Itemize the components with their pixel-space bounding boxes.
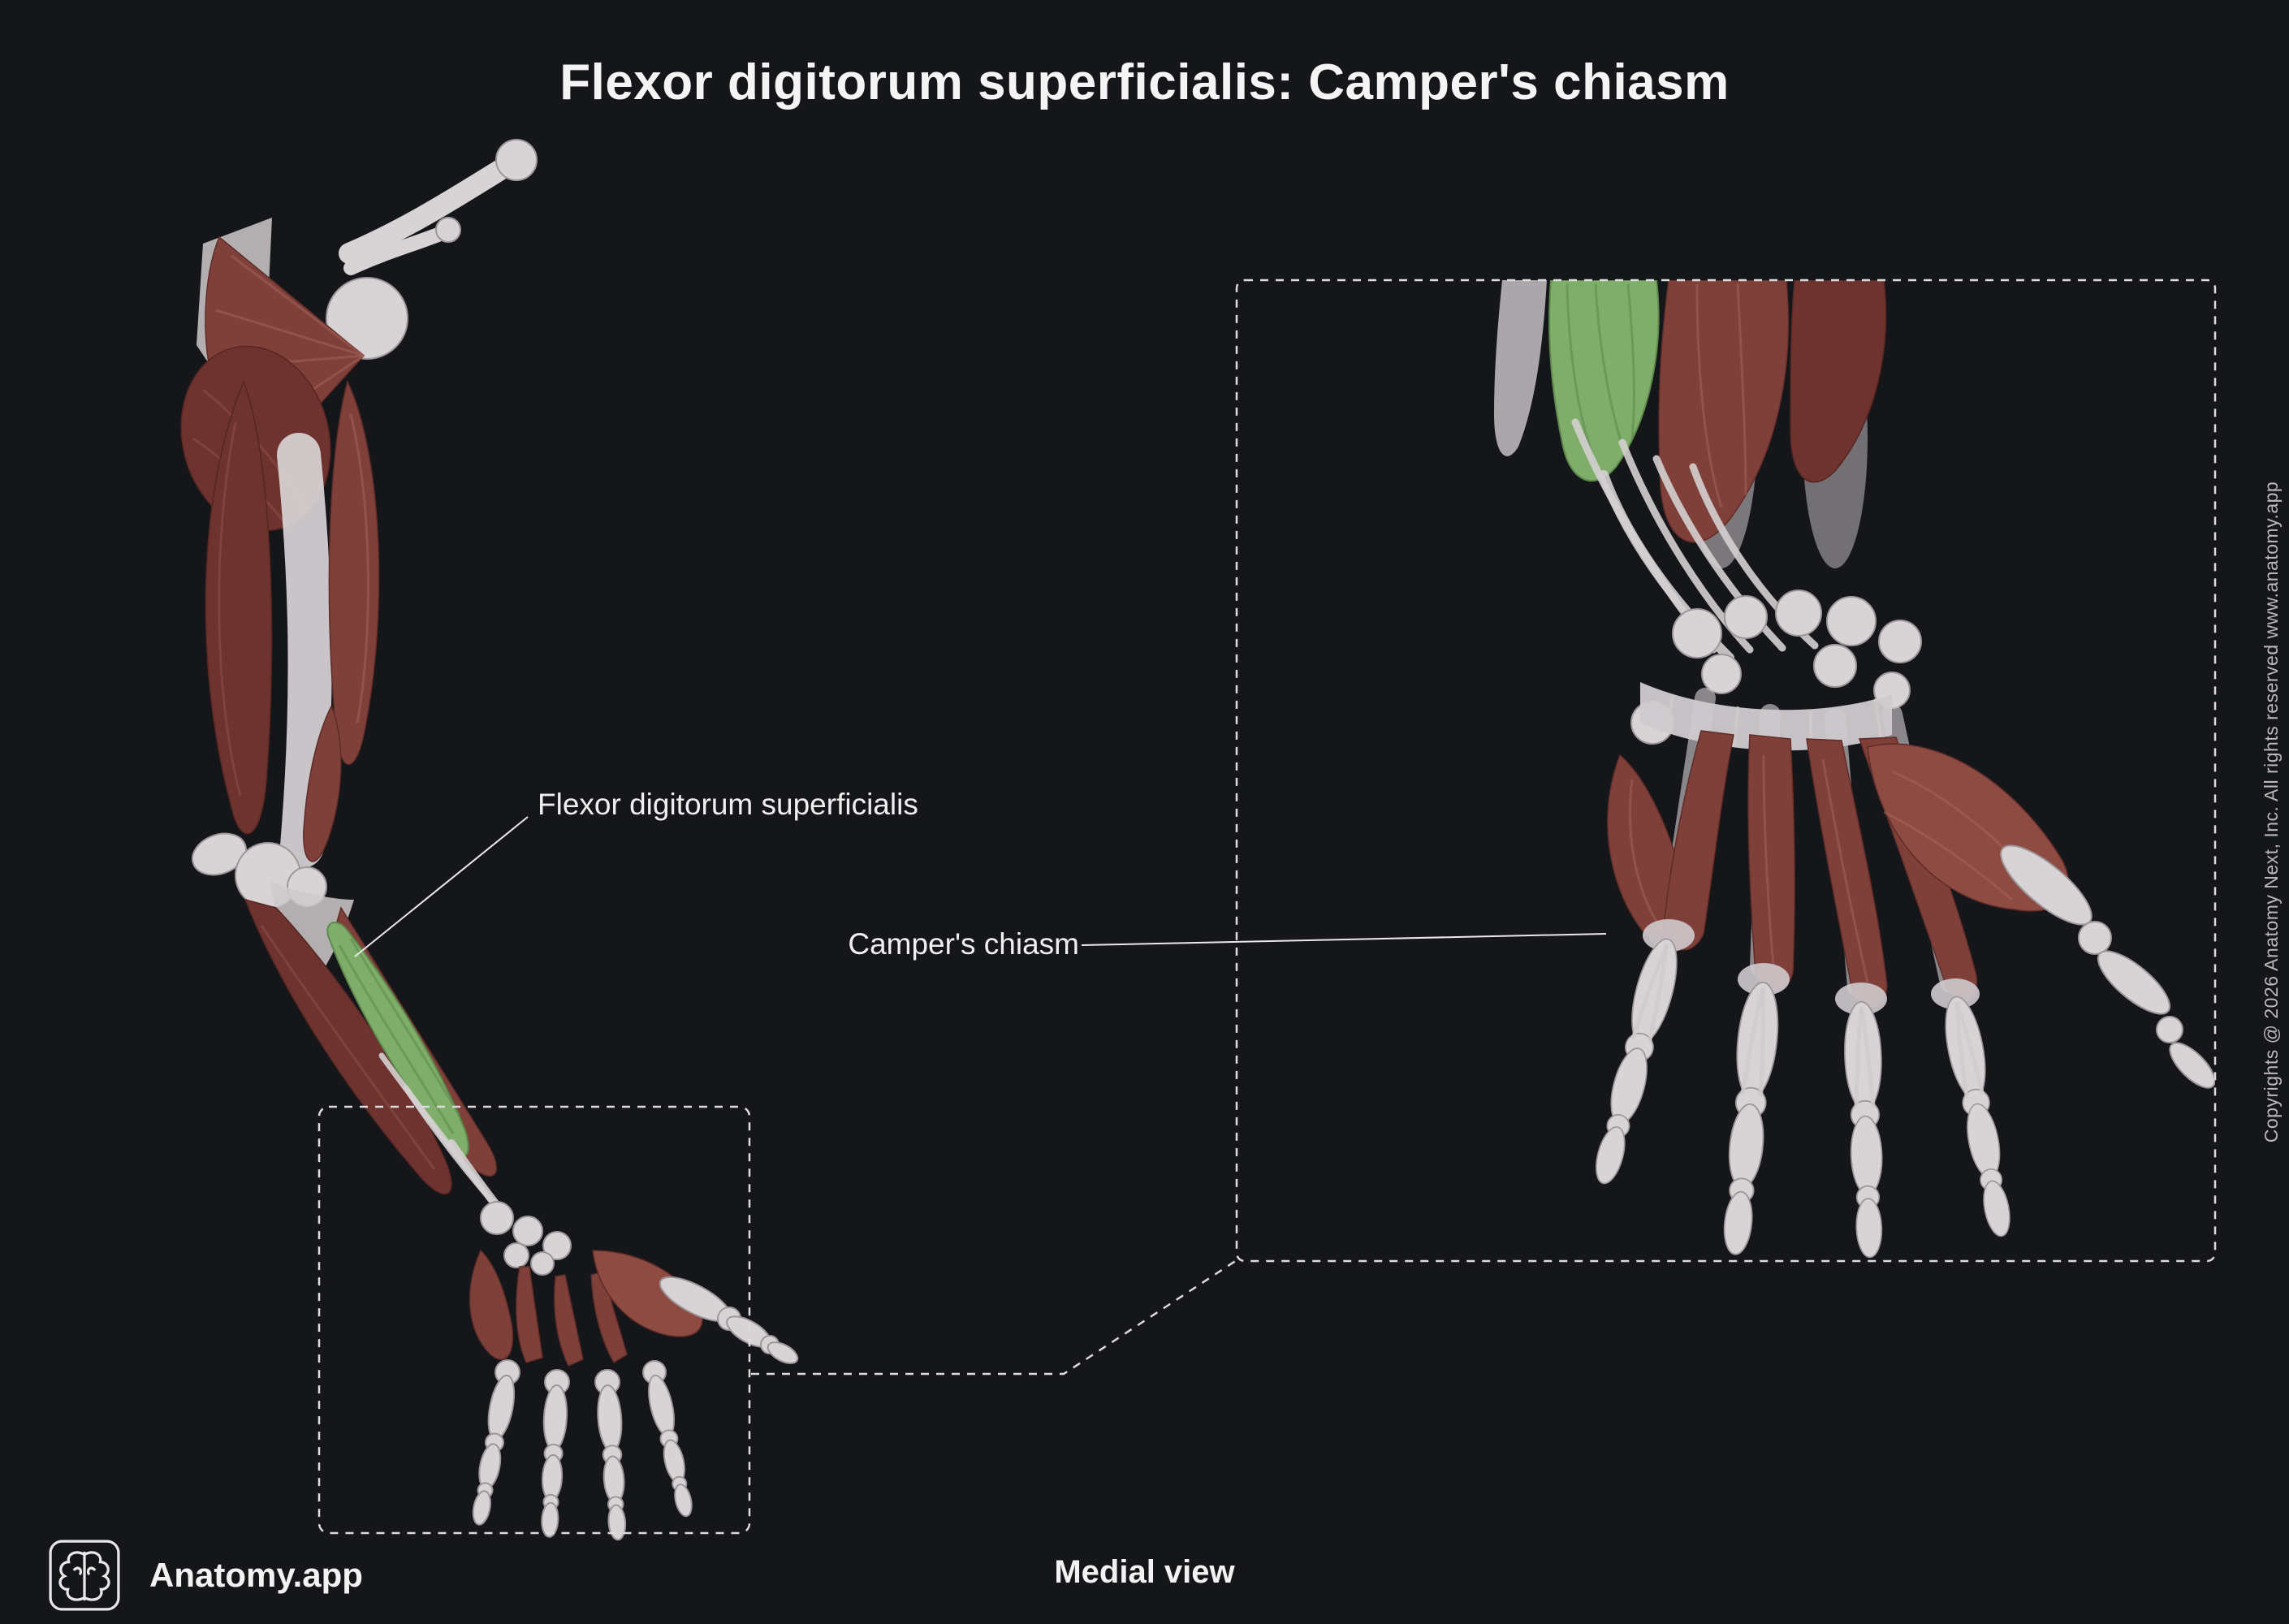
brand-lockup: Anatomy.app — [47, 1538, 363, 1613]
callout-connector — [751, 1259, 1237, 1376]
source-region-box — [317, 1105, 751, 1535]
page-title: Flexor digitorum superficialis: Camper's… — [559, 54, 1730, 110]
view-label: Medial view — [1054, 1554, 1235, 1590]
arm-illustration — [180, 139, 799, 1542]
brand-name: Anatomy.app — [149, 1556, 363, 1594]
chiasm-leader-line — [1081, 933, 1607, 946]
label-flexor-digitorum-superficialis: Flexor digitorum superficialis — [538, 788, 918, 821]
inset-illustration — [1494, 280, 2215, 1258]
inset-box — [1235, 279, 2217, 1263]
label-campers-chiasm: Camper's chiasm — [848, 927, 1079, 961]
copyright-text: Copyrights @ 2026 Anatomy Next, Inc. All… — [2261, 481, 2282, 1143]
anatomy-app-logo-icon — [49, 1540, 120, 1611]
fds-leader-line — [354, 816, 529, 957]
